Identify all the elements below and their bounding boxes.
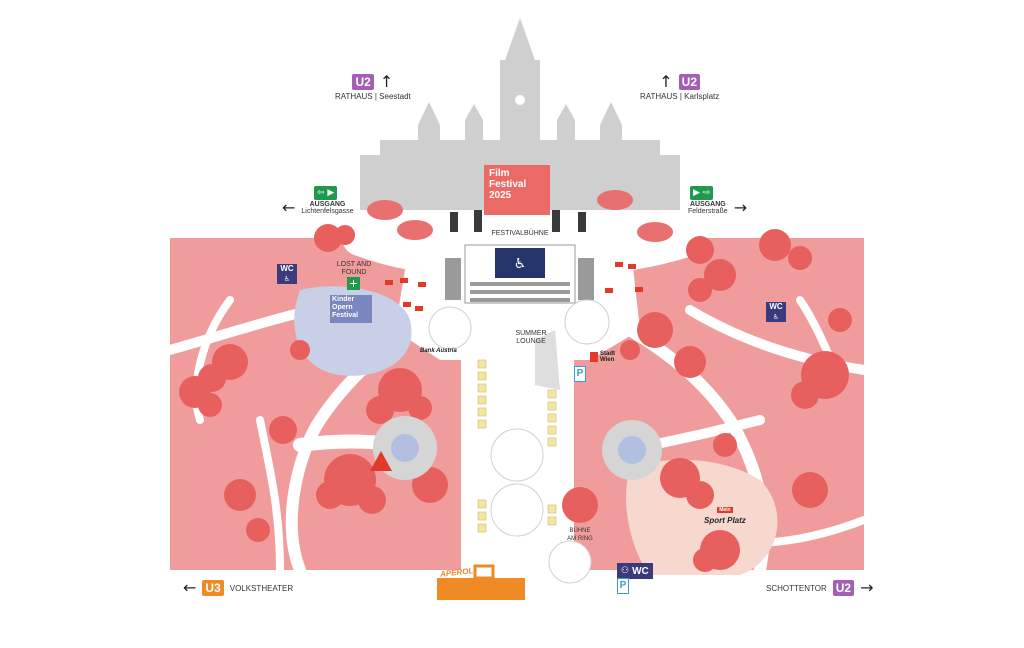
lost-found-label: LOST AND FOUND: [336, 261, 372, 276]
arrow-right-icon: →: [860, 578, 874, 597]
city-hall: [360, 18, 680, 210]
trees: [179, 224, 852, 572]
wc-bottom: ⚇ WC: [617, 563, 653, 579]
top-left-destination: RATHAUS | Seestadt: [335, 92, 411, 101]
clock-icon: [515, 95, 525, 105]
first-aid-icon: +: [347, 277, 360, 290]
aperol-truck: [437, 564, 525, 600]
bottom-right-nav: SCHOTTENTOR U2 →: [766, 580, 874, 596]
hearing-loop-icon: ♿: [514, 256, 527, 272]
exit-right-street: Felderstraße: [688, 208, 728, 215]
bench-rows: [477, 359, 557, 533]
top-left-nav: U2 ↑ RATHAUS | Seestadt: [335, 72, 411, 102]
buehne-am-ring-label: BÜHNE AM RING: [567, 528, 593, 542]
bottom-left-destination: VOLKSTHEATER: [229, 583, 294, 593]
grandstand: [445, 244, 594, 304]
bike-parking-icon: P: [617, 578, 629, 594]
kinder-area: [294, 286, 412, 376]
exit-right: ▶ ⇨ AUSGANG Felderstraße →: [688, 182, 768, 216]
palm-trees: [367, 190, 673, 242]
deck-chairs: [385, 262, 643, 311]
top-right-destination: RATHAUS | Karlsplatz: [640, 92, 720, 101]
warning-sign-icon: [370, 451, 392, 471]
round-tents: [428, 299, 610, 584]
arrow-up-icon: ↑: [659, 72, 673, 91]
bottom-right-destination: SCHOTTENTOR: [766, 583, 827, 593]
exit-sign-icon: ⇦ ▶: [314, 186, 338, 200]
wc-left: WC ♿: [277, 264, 297, 284]
kinder-oper-sign: Kinder Opern Festival: [330, 295, 372, 323]
summer-lounge-area: [535, 330, 560, 390]
accessible-icon: ♿: [772, 313, 780, 321]
u2-badge: U2: [678, 74, 701, 90]
arrow-left-icon: ←: [183, 578, 197, 597]
summer-lounge-label: SUMMER LOUNGE: [515, 330, 547, 345]
shield-icon: [590, 352, 598, 362]
exit-left: ⇦ ▶ ← AUSGANG Lichtenfelsgasse: [282, 182, 382, 216]
u2-badge: U2: [352, 74, 374, 90]
toilet-icon: ⚇: [621, 566, 630, 576]
stage-label: FESTIVALBÜHNE: [491, 230, 549, 237]
speaker-left: [474, 210, 482, 232]
bike-parking-icon: P: [574, 366, 586, 382]
u2-badge: U2: [832, 580, 855, 596]
screen-title: Film Festival 2025: [489, 168, 527, 201]
speaker-right: [552, 210, 560, 232]
accessible-icon: ♿: [283, 275, 291, 283]
exit-left-street: Lichtenfelsgasse: [301, 208, 354, 215]
exit-left-label: AUSGANG: [309, 201, 346, 208]
exit-sign-icon: ▶ ⇨: [690, 186, 714, 200]
stadt-wien-logo: Stadt Wien: [590, 351, 615, 363]
wc-right: WC ♿: [766, 302, 786, 322]
speaker-outer-left: [450, 212, 458, 232]
arrow-right-icon: →: [733, 198, 748, 217]
speaker-outer-right: [578, 212, 586, 232]
u3-badge: U3: [202, 580, 224, 596]
bank-austria-logo: Bank Austria: [420, 348, 457, 354]
arrow-up-icon: ↑: [379, 72, 394, 91]
festival-screen: [484, 165, 550, 215]
exit-right-label: AUSGANG: [689, 201, 726, 208]
bottom-left-nav: ← U3 VOLKSTHEATER: [183, 580, 293, 596]
sport-platz-logo: Mein Sport Platz: [704, 507, 746, 525]
arrow-left-icon: ←: [282, 198, 296, 217]
top-right-nav: ↑ U2 RATHAUS | Karlsplatz: [640, 72, 720, 102]
